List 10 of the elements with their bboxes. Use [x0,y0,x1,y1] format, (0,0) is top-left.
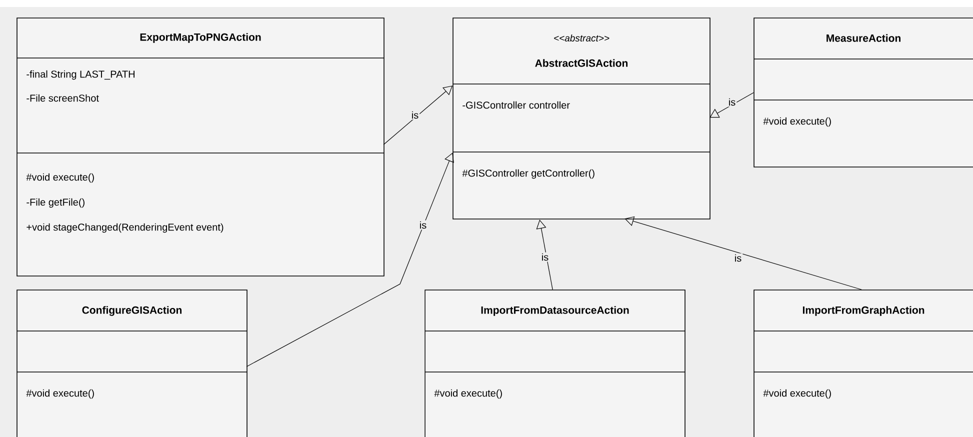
inheritance-arrow [536,220,553,290]
class-box: ImportFromGraphAction #void execute() [754,290,973,437]
class-box: MeasureAction #void execute() [754,18,973,168]
inheritance-arrow [246,152,454,367]
class-box: ImportFromDatasourceAction #void execute() [424,290,686,437]
class-box: ConfigureGISAction #void execute() [16,290,248,437]
class-box: ExportMapToPNGAction -final String LAST_PATH -File screenShot #void execute() -File getFile() +void stageChanged(RenderingEvent event) [16,18,384,276]
class-box: <<abstract>> AbstractGISAction -GISController controller #GISController getController() [452,18,710,220]
inheritance-arrow [624,216,862,290]
inheritance-arrow [710,92,754,118]
